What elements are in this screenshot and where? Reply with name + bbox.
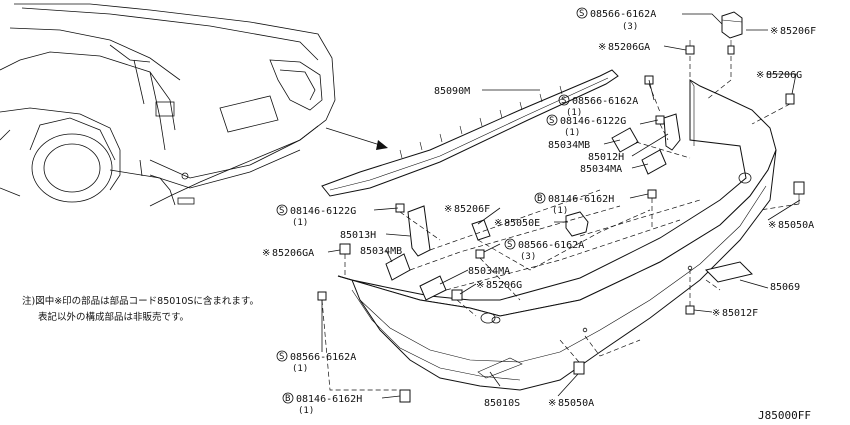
label-85012F: 85012F (722, 308, 758, 319)
label-08566-6162A-top: 08566-6162A (590, 9, 656, 20)
bumper-fascia-85010S (337, 79, 777, 391)
screw-symbol-icon (276, 350, 288, 362)
ref-mark: ※ (768, 220, 776, 231)
label-85050A-right: 85050A (778, 220, 814, 231)
label-08146-6162H-mid: 08146-6162H (548, 194, 614, 205)
part-labels: S 08566-6162A (3) ※ 85206F ※ 85206GA ※ 8… (262, 7, 816, 416)
ref-mark: ※ (262, 248, 270, 259)
label-85206F-top: 85206F (780, 26, 816, 37)
qty-08146-left: (1) (292, 218, 308, 228)
label-85012H: 85012H (588, 152, 624, 163)
label-85050A-bottom: 85050A (558, 398, 594, 409)
label-08566-6162A-center: 08566-6162A (518, 240, 584, 251)
leader-lines (321, 13, 801, 399)
ref-mark: ※ (548, 398, 556, 409)
qty-08566-mid: (1) (566, 108, 582, 118)
bumper-reinforcement-85090M (321, 69, 619, 197)
qty-08566-center: (3) (520, 252, 536, 262)
ref-mark: ※ (494, 218, 502, 229)
ref-mark: ※ (476, 280, 484, 291)
qty-08146-mid: (1) (564, 128, 580, 138)
label-85206G-right: 85206G (766, 70, 802, 81)
screw-symbol-text: S (549, 116, 554, 126)
assembly-lines (321, 56, 800, 391)
label-85206GA-top: 85206GA (608, 42, 650, 53)
ref-mark: ※ (712, 308, 720, 319)
ref-mark: ※ (770, 26, 778, 37)
label-08146-6162H-bottom: 08146-6162H (296, 394, 362, 405)
screw-symbol-text: S (579, 9, 584, 19)
label-85050E: 85050E (504, 218, 540, 229)
label-08146-6122G-left: 08146-6122G (290, 206, 356, 217)
qty-08146-6162H-mid: (1) (552, 206, 568, 216)
label-08146-6122G-mid: 08146-6122G (560, 116, 626, 127)
screw-symbol-text: S (279, 206, 284, 216)
label-85034MA-left: 85034MA (468, 266, 510, 277)
bolt-symbol-text: B (285, 394, 290, 404)
label-85034MB-right: 85034MB (548, 140, 590, 151)
screw-symbol-icon (558, 94, 570, 106)
label-85034MB-left: 85034MB (360, 246, 402, 257)
label-85013H: 85013H (340, 230, 376, 241)
small-parts (317, 11, 805, 403)
screw-symbol-icon (276, 204, 288, 216)
screw-symbol-text: S (507, 240, 512, 250)
screw-symbol-text: S (279, 352, 284, 362)
ref-mark: ※ (444, 204, 452, 215)
bolt-symbol-icon (534, 192, 546, 204)
plate-85069 (705, 261, 753, 283)
label-08566-6162A-mid: 08566-6162A (572, 96, 638, 107)
diagram-code: J85000FF (758, 409, 811, 422)
qty-08146-bottom: (1) (298, 406, 314, 416)
bolt-symbol-text: B (537, 194, 542, 204)
note-line-1: 注)図中※印の部品は部品コード85010Sに含まれます。 (22, 295, 259, 307)
screw-symbol-icon (576, 7, 588, 19)
label-85206G-center: 85206G (486, 280, 522, 291)
qty-08566-top: (3) (622, 22, 638, 32)
ref-mark: ※ (598, 42, 606, 53)
screw-symbol-icon (504, 238, 516, 250)
bolt-symbol-icon (282, 392, 294, 404)
footnote: 注)図中※印の部品は部品コード85010Sに含まれます。 表記以外の構成部品は非… (22, 295, 259, 323)
ref-mark: ※ (756, 70, 764, 81)
label-85069: 85069 (770, 282, 800, 293)
vehicle-rear-illustration (0, 3, 336, 207)
label-85206GA-left: 85206GA (272, 248, 314, 259)
qty-08566-bottom: (1) (292, 364, 308, 374)
screw-symbol-icon (546, 114, 558, 126)
screw-symbol-text: S (561, 96, 566, 106)
label-85034MA-right: 85034MA (580, 164, 622, 175)
label-08566-6162A-bottom: 08566-6162A (290, 352, 356, 363)
callout-arrow (325, 127, 388, 150)
label-85010S: 85010S (484, 398, 520, 409)
label-85206F-mid: 85206F (454, 204, 490, 215)
label-85090M: 85090M (434, 86, 470, 97)
note-line-2: 表記以外の構成部品は非販売です。 (38, 311, 189, 323)
